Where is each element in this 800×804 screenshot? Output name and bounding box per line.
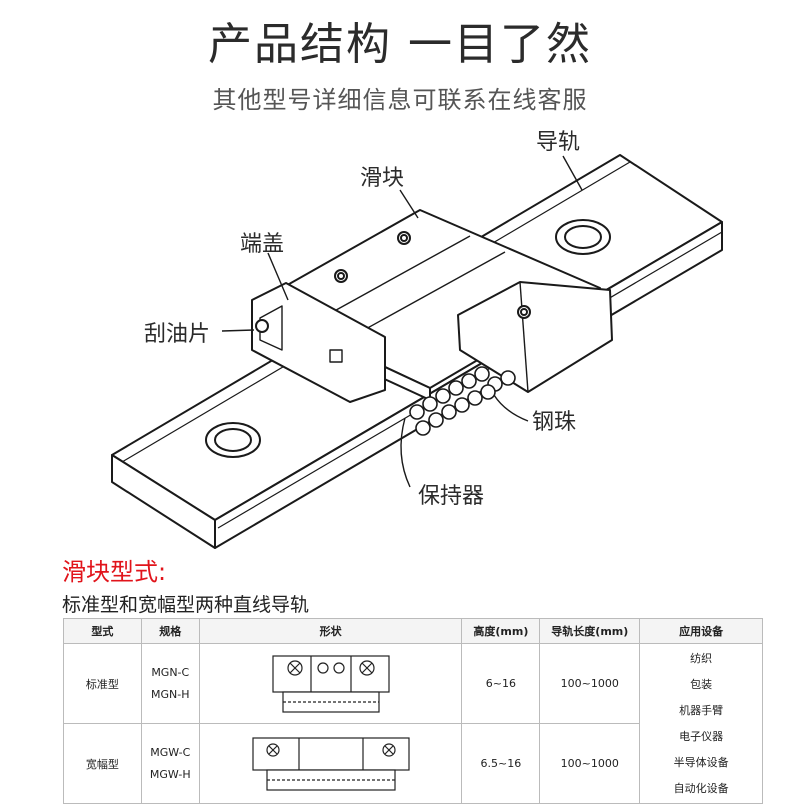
page-title: 产品结构 一目了然: [208, 19, 592, 70]
header-height: 高度(mm): [461, 618, 541, 644]
leader-steel-ball: [493, 394, 529, 422]
header-spec: 规格: [140, 618, 200, 644]
model-code: MGW-H: [149, 767, 191, 781]
row-type: 宽幅型: [63, 723, 142, 804]
row-shape: [198, 723, 463, 804]
page-subtitle: 其他型号详细信息可联系在线客服: [212, 86, 588, 114]
row-rail-length: 100~1000: [539, 723, 641, 804]
header-applications: 应用设备: [639, 618, 763, 644]
applications-cell: 纺织 包装 机器手臂 电子仪器 半导体设备 自动化设备: [639, 643, 763, 804]
leader-slider: [399, 189, 419, 219]
slider-label: 滑块: [360, 166, 405, 191]
header-rail-length: 导轨长度(mm): [539, 618, 641, 644]
application-item: 半导体设备: [673, 755, 729, 769]
model-code: MGW-C: [150, 745, 191, 759]
table-row: 标准型 MGN-C MGN-H 6~1: [63, 643, 763, 804]
row-models: MGW-C MGW-H: [140, 723, 200, 804]
slider-types-description: 标准型和宽幅型两种直线导轨: [62, 594, 310, 616]
application-item: 自动化设备: [673, 781, 729, 795]
retainer-label: 保持器: [418, 484, 485, 509]
model-code: MGN-C: [151, 665, 190, 679]
application-item: 机器手臂: [679, 703, 724, 717]
end-cap: [251, 282, 386, 403]
steel-ball-label: 钢珠: [532, 410, 577, 435]
leader-end-cap: [267, 252, 289, 301]
application-item: 包装: [690, 677, 713, 691]
slider-spec-table: 型式 规格 形状 高度(mm) 导轨长度(mm) 应用设备 标准型 MGN-C …: [63, 618, 763, 804]
row-height: 6.5~16: [461, 723, 541, 804]
leader-retainer: [400, 417, 411, 488]
scraper-label: 刮油片: [144, 322, 211, 347]
leader-scraper: [221, 329, 255, 332]
linear-guide-diagram: [111, 154, 723, 549]
header-type: 型式: [63, 618, 142, 644]
application-item: 纺织: [690, 651, 713, 665]
rail-label: 导轨: [536, 130, 581, 155]
leader-rail: [562, 155, 583, 191]
table-header-row: 型式 规格 形状 高度(mm) 导轨长度(mm) 应用设备: [63, 618, 763, 644]
row-models: MGN-C MGN-H: [140, 643, 200, 724]
standard-block-drawing: [271, 654, 390, 713]
row-shape: [198, 643, 463, 724]
application-item: 电子仪器: [679, 729, 724, 743]
scraper-screw: [255, 319, 269, 333]
header-shape: 形状: [198, 618, 463, 644]
model-code: MGN-H: [151, 687, 190, 701]
steel-balls: [409, 366, 516, 436]
wide-block-drawing: [251, 736, 410, 791]
row-type: 标准型: [63, 643, 142, 724]
row-rail-length: 100~1000: [539, 643, 641, 724]
end-cap-label: 端盖: [240, 232, 285, 257]
slider-types-heading: 滑块型式:: [62, 558, 167, 586]
row-height: 6~16: [461, 643, 541, 724]
